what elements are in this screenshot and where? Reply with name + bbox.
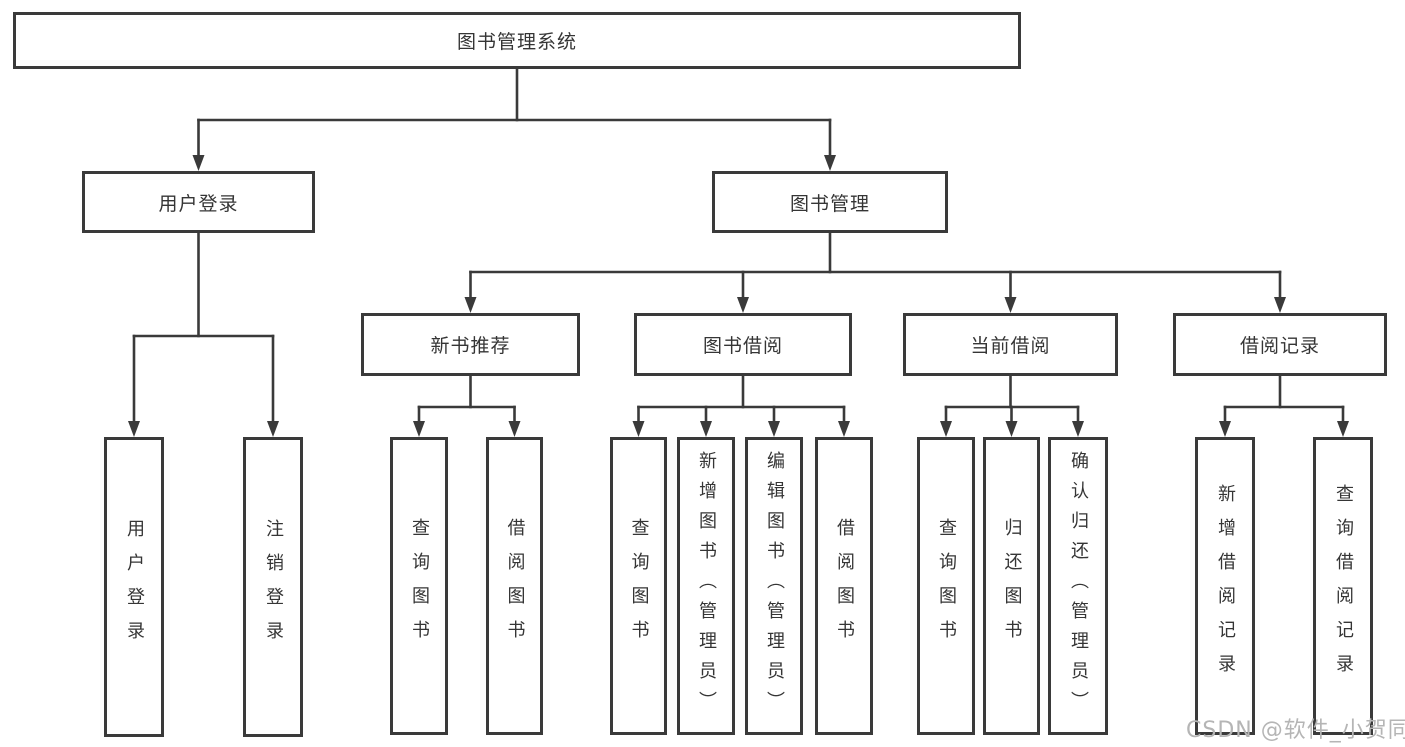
tree-node-l2: 注销登录: [243, 437, 303, 737]
arrowhead-icon-manage: [824, 155, 836, 171]
arrowhead-icon-borrow: [737, 297, 749, 313]
arrowhead-icon-b1: [632, 421, 645, 437]
tree-node-login: 用户登录: [82, 171, 315, 233]
arrowhead-icon-current: [1004, 297, 1017, 313]
tree-node-b1: 查询图书: [610, 437, 667, 735]
tree-node-b4: 借阅图书: [815, 437, 873, 735]
tree-node-manage: 图书管理: [712, 171, 948, 233]
arrowhead-icon-r2: [1337, 421, 1349, 437]
tree-node-c2: 归还图书: [983, 437, 1040, 735]
tree-node-records: 借阅记录: [1173, 313, 1387, 376]
tree-node-r2: 查询借阅记录: [1313, 437, 1373, 735]
watermark: CSDN @软件_小贺同学: [1186, 718, 1405, 743]
arrowhead-icon-login: [192, 155, 205, 171]
arrowhead-icon-c2: [1005, 421, 1018, 437]
arrowhead-icon-c3: [1072, 421, 1084, 437]
arrowhead-icon-l2: [267, 421, 279, 437]
arrowhead-icon-l1: [128, 421, 140, 437]
tree-node-current: 当前借阅: [903, 313, 1118, 376]
tree-node-r1: 新增借阅记录: [1195, 437, 1255, 735]
tree-node-c1: 查询图书: [917, 437, 975, 735]
arrowhead-icon-b3: [768, 421, 780, 437]
arrowhead-icon-n1: [413, 421, 425, 437]
arrowhead-icon-n2: [508, 421, 521, 437]
arrowhead-icon-newbook: [464, 297, 477, 313]
arrowhead-icon-r1: [1219, 421, 1231, 437]
tree-node-c3: 确认归还（管理员）: [1048, 437, 1108, 735]
tree-node-borrow: 图书借阅: [634, 313, 852, 376]
arrowhead-icon-records: [1274, 297, 1286, 313]
tree-node-newbook: 新书推荐: [361, 313, 580, 376]
tree-node-n2: 借阅图书: [486, 437, 543, 735]
tree-node-n1: 查询图书: [390, 437, 448, 735]
arrowhead-icon-b2: [700, 421, 712, 437]
tree-node-root: 图书管理系统: [13, 12, 1021, 69]
arrowhead-icon-b4: [838, 421, 850, 437]
tree-node-b2: 新增图书（管理员）: [677, 437, 735, 735]
arrowhead-icon-c1: [940, 421, 952, 437]
tree-node-l1: 用户登录: [104, 437, 164, 737]
tree-node-b3: 编辑图书（管理员）: [745, 437, 803, 735]
